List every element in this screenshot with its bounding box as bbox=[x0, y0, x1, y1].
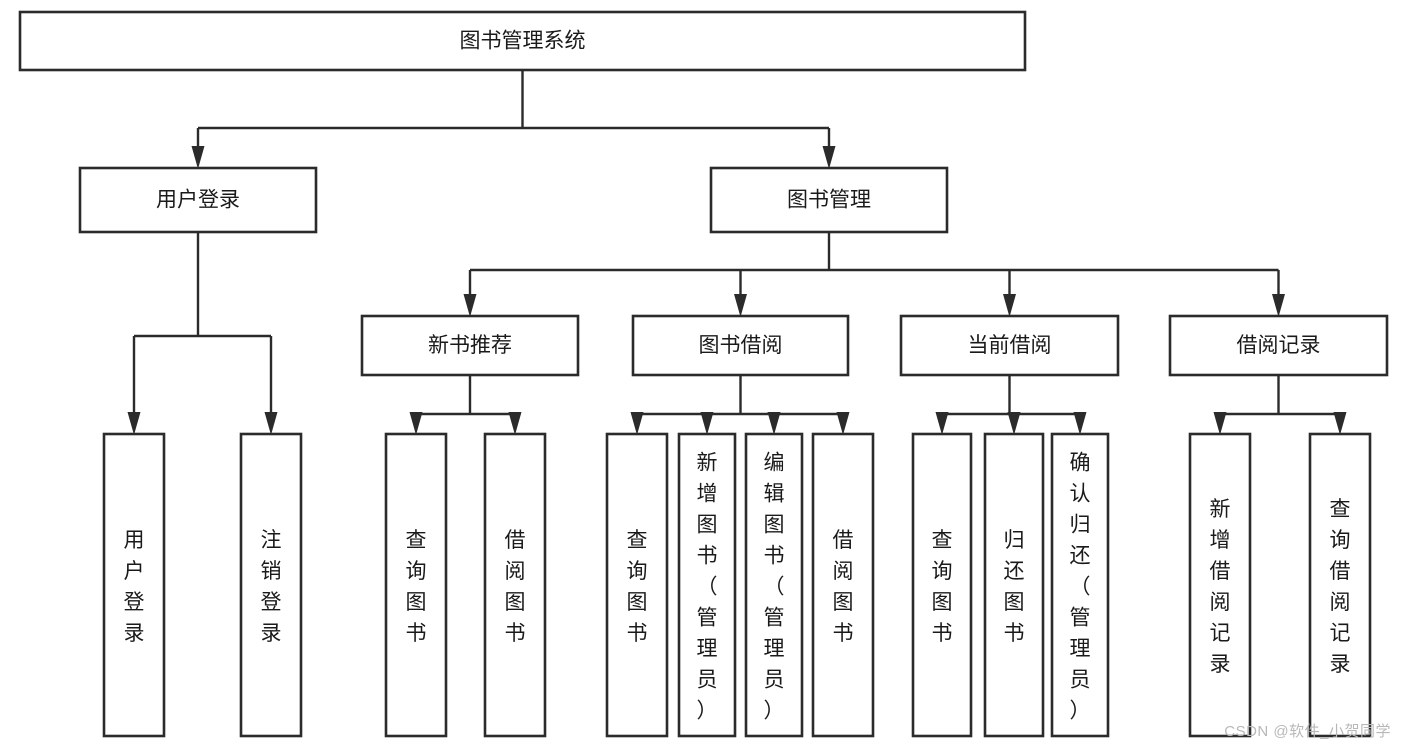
node-label: 新增图书（管理员） bbox=[697, 452, 718, 723]
node-leaf-1[interactable]: 用户登录 bbox=[102, 432, 166, 738]
node-label: 查询图书 bbox=[932, 529, 953, 645]
arrow-head-icon bbox=[409, 412, 423, 435]
node-leaf-9[interactable]: 查询图书 bbox=[911, 432, 973, 738]
arrow-head-icon bbox=[191, 146, 205, 169]
node-label: 借阅图书 bbox=[833, 529, 854, 645]
arrow-head-icon bbox=[1073, 412, 1087, 435]
node-label: 用户登录 bbox=[156, 189, 240, 212]
arrow-head-icon bbox=[734, 294, 747, 317]
node-current[interactable]: 当前借阅 bbox=[899, 314, 1120, 377]
node-box[interactable] bbox=[483, 432, 547, 738]
arrow-head-icon bbox=[935, 412, 949, 435]
node-box[interactable] bbox=[360, 314, 580, 377]
node-label: 归还图书 bbox=[1004, 529, 1025, 645]
arrow-head-icon bbox=[630, 412, 644, 435]
node-layer: 图书管理系统用户登录图书管理新书推荐图书借阅当前借阅借阅记录用户登录注销登录查询… bbox=[18, 10, 1389, 738]
node-leaf-10[interactable]: 归还图书 bbox=[983, 432, 1045, 738]
arrow-head-icon bbox=[1333, 412, 1347, 435]
arrow-head-icon bbox=[508, 412, 522, 435]
node-box[interactable] bbox=[983, 432, 1045, 738]
connector-layer bbox=[127, 70, 1347, 435]
node-box[interactable] bbox=[911, 432, 973, 738]
node-box[interactable] bbox=[899, 314, 1120, 377]
node-box[interactable] bbox=[18, 10, 1027, 72]
node-box[interactable] bbox=[239, 432, 303, 738]
node-box[interactable] bbox=[605, 432, 669, 738]
node-label: 借阅记录 bbox=[1237, 334, 1321, 357]
arrow-head-icon bbox=[767, 412, 781, 435]
node-label: 当前借阅 bbox=[968, 334, 1052, 357]
node-label: 注销登录 bbox=[261, 529, 282, 645]
node-box[interactable] bbox=[677, 432, 737, 738]
arrow-head-icon bbox=[1272, 294, 1285, 317]
arrow-head-icon bbox=[463, 294, 477, 317]
node-leaf-7[interactable]: 编辑图书（管理员） bbox=[744, 432, 804, 738]
arrow-head-icon bbox=[127, 412, 141, 435]
node-label: 新增借阅记录 bbox=[1210, 498, 1231, 676]
arrow-head-icon bbox=[264, 412, 278, 435]
arrow-head-icon bbox=[1213, 412, 1227, 435]
node-leaf-3[interactable]: 查询图书 bbox=[384, 432, 448, 738]
node-label: 用户登录 bbox=[124, 529, 145, 645]
node-label: 查询图书 bbox=[406, 529, 427, 645]
node-box[interactable] bbox=[709, 166, 949, 234]
node-label: 新书推荐 bbox=[428, 334, 512, 357]
node-label: 图书借阅 bbox=[699, 334, 783, 357]
node-leaf-2[interactable]: 注销登录 bbox=[239, 432, 303, 738]
node-login[interactable]: 用户登录 bbox=[78, 166, 318, 234]
node-leaf-4[interactable]: 借阅图书 bbox=[483, 432, 547, 738]
node-bookmgmt[interactable]: 图书管理 bbox=[709, 166, 949, 234]
node-label: 图书管理系统 bbox=[460, 30, 586, 53]
node-box[interactable] bbox=[384, 432, 448, 738]
arrow-head-icon bbox=[1003, 294, 1016, 317]
arrow-head-icon bbox=[836, 412, 850, 435]
node-box[interactable] bbox=[631, 314, 850, 377]
arrow-head-icon bbox=[822, 146, 836, 169]
node-records[interactable]: 借阅记录 bbox=[1168, 314, 1389, 377]
node-box[interactable] bbox=[102, 432, 166, 738]
node-box[interactable] bbox=[811, 432, 875, 738]
node-box[interactable] bbox=[1050, 432, 1110, 738]
node-label: 编辑图书（管理员） bbox=[764, 452, 785, 723]
node-label: 图书管理 bbox=[787, 189, 871, 212]
node-box[interactable] bbox=[1188, 432, 1252, 738]
node-box[interactable] bbox=[1308, 432, 1372, 738]
node-label: 确认归还（管理员） bbox=[1070, 452, 1091, 723]
node-box[interactable] bbox=[744, 432, 804, 738]
node-box[interactable] bbox=[1168, 314, 1389, 377]
node-leaf-6[interactable]: 新增图书（管理员） bbox=[677, 432, 737, 738]
csdn-watermark: CSDN @软件_小贺同学 bbox=[1224, 723, 1391, 740]
node-leaf-8[interactable]: 借阅图书 bbox=[811, 432, 875, 738]
node-leaf-11[interactable]: 确认归还（管理员） bbox=[1050, 432, 1110, 738]
node-newbook[interactable]: 新书推荐 bbox=[360, 314, 580, 377]
node-label: 查询借阅记录 bbox=[1330, 498, 1351, 676]
node-leaf-5[interactable]: 查询图书 bbox=[605, 432, 669, 738]
node-borrow[interactable]: 图书借阅 bbox=[631, 314, 850, 377]
node-label: 查询图书 bbox=[627, 529, 648, 645]
node-leaf-12[interactable]: 新增借阅记录 bbox=[1188, 432, 1252, 738]
node-root[interactable]: 图书管理系统 bbox=[18, 10, 1027, 72]
arrow-head-icon bbox=[700, 412, 714, 435]
node-leaf-13[interactable]: 查询借阅记录 bbox=[1308, 432, 1372, 738]
node-box[interactable] bbox=[78, 166, 318, 234]
node-label: 借阅图书 bbox=[505, 529, 526, 645]
arrow-head-icon bbox=[1007, 412, 1021, 435]
